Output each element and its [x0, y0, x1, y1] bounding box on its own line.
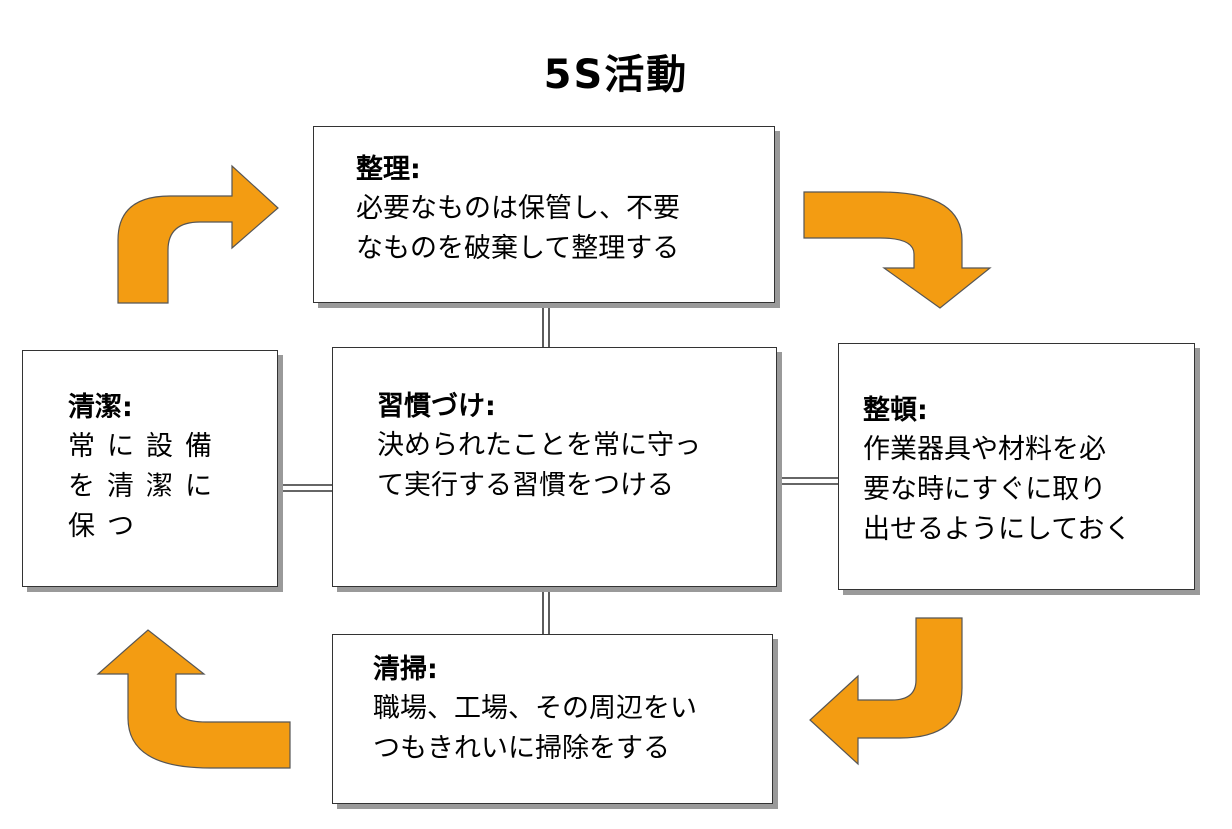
- box-body-line: なものを破棄して整理する: [356, 233, 680, 264]
- box-body-line: 要な時にすぐに取り: [863, 474, 1107, 505]
- box-body-line: 決められたことを常に守っ: [377, 430, 701, 461]
- box-seiton: 整頓: 作業器具や材料を必 要な時にすぐに取り 出せるようにしておく: [838, 343, 1195, 590]
- box-body-line: 出せるようにしておく: [863, 514, 1132, 545]
- curved-arrow-icon: [117, 164, 279, 304]
- box-heading: 清潔: [68, 392, 122, 423]
- box-body-line: 作業器具や材料を必: [863, 434, 1106, 465]
- curved-arrow-icon: [803, 191, 992, 309]
- box-seiri: 整理: 必要なものは保管し、不要 なものを破棄して整理する: [313, 126, 775, 303]
- box-body-line: 保つ: [68, 511, 146, 542]
- box-heading: 整頓: [863, 395, 917, 426]
- box-body-line: を清潔に: [68, 471, 224, 502]
- diagram-title: 5S活動: [543, 52, 689, 98]
- box-heading: 整理: [356, 154, 410, 185]
- box-body-line: つもきれいに掃除をする: [373, 733, 670, 764]
- connector-top: [542, 303, 550, 347]
- box-body-line: 必要なものは保管し、不要: [356, 193, 680, 224]
- box-heading: 清掃: [373, 654, 427, 685]
- box-heading: 習慣づけ: [377, 391, 485, 422]
- connector-left: [278, 484, 332, 492]
- box-body-line: 職場、工場、その周辺をい: [373, 693, 697, 724]
- connector-bottom: [542, 587, 550, 634]
- box-body-line: て実行する習慣をつける: [377, 470, 674, 501]
- connector-right: [777, 477, 838, 485]
- curved-arrow-icon: [809, 617, 963, 766]
- box-shitsuke: 習慣づけ: 決められたことを常に守っ て実行する習慣をつける: [332, 347, 777, 587]
- box-seiketsu: 清潔: 常に設備 を清潔に 保つ: [22, 350, 278, 587]
- curved-arrow-icon: [96, 629, 291, 769]
- box-seisou: 清掃: 職場、工場、その周辺をい つもきれいに掃除をする: [332, 634, 773, 804]
- box-body-line: 常に設備: [68, 431, 224, 462]
